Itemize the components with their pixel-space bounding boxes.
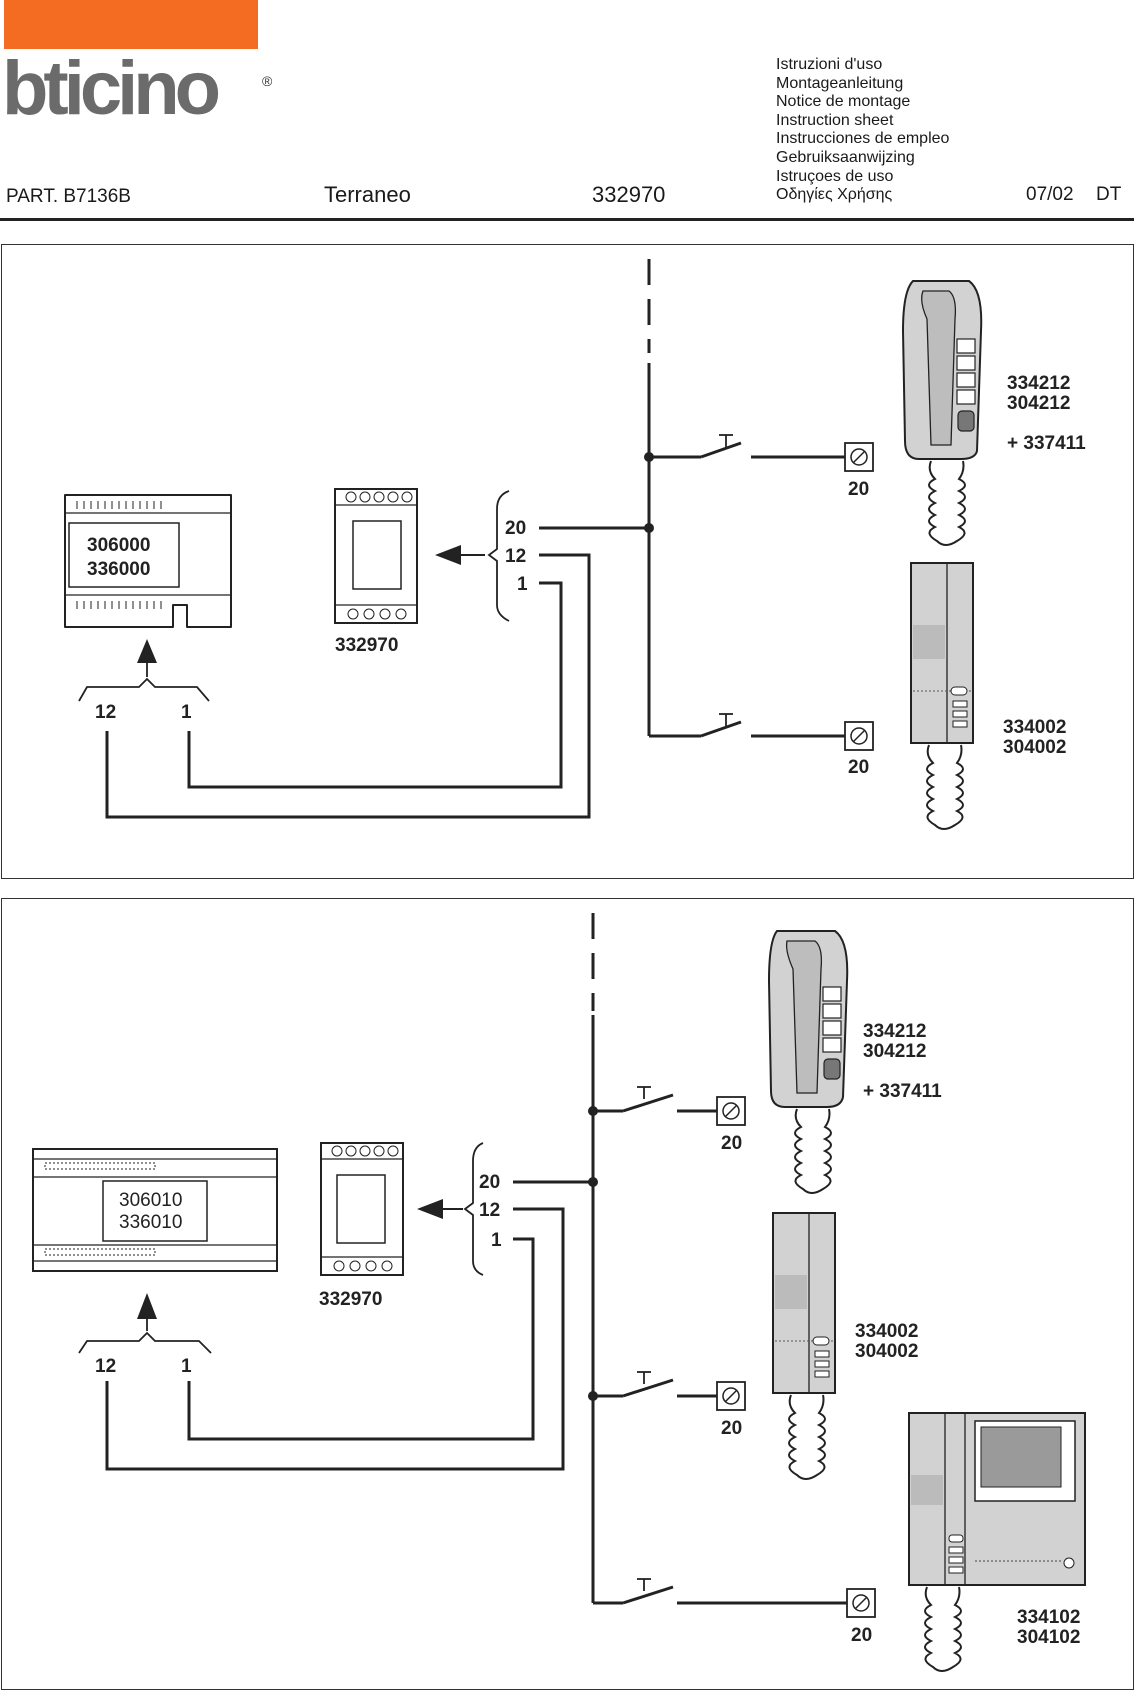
power-supply-code: 336000 — [87, 559, 150, 580]
terminal-label: 1 — [491, 1230, 502, 1251]
pushbutton-terminal-label: 20 — [848, 479, 869, 500]
handset-code: 334212 — [1007, 373, 1070, 394]
power-supply-icon — [32, 1148, 278, 1272]
language-item: Istruzioni d'uso — [776, 56, 883, 73]
language-item: Notice de montage — [776, 93, 911, 111]
terminal-screw-icon — [716, 1381, 746, 1411]
terminal-screw-icon — [844, 721, 874, 751]
language-item: Instruction sheet — [776, 111, 894, 129]
terminal-label: 1 — [517, 574, 528, 595]
handset-code: 334002 — [1003, 717, 1066, 738]
supply-terminal-label: 12 — [95, 702, 116, 723]
module-code: 332970 — [319, 1289, 382, 1310]
supply-terminal-label: 12 — [95, 1356, 116, 1377]
supply-terminal-label: 1 — [181, 702, 192, 723]
videophone-icon — [908, 1412, 1086, 1672]
brand-orange-bar — [4, 0, 258, 49]
terminal-screw-icon — [846, 1588, 876, 1618]
header-rule — [0, 218, 1134, 221]
language-item: Montageanleitung — [776, 74, 904, 92]
terminal-label: 20 — [479, 1172, 500, 1193]
pushbutton-terminal-label: 20 — [721, 1418, 742, 1439]
language-item: Istruçoes de uso — [776, 167, 894, 185]
power-supply-icon — [64, 494, 232, 628]
handset-code: 334212 — [863, 1021, 926, 1042]
power-supply-code: 306010 — [119, 1190, 182, 1211]
intercom-handset-icon — [772, 1212, 836, 1480]
language-item: Instrucciones de empleo — [776, 130, 950, 148]
terminal-label: 20 — [505, 518, 526, 539]
handset-code: 304002 — [1003, 737, 1066, 758]
pushbutton-terminal-label: 20 — [851, 1625, 872, 1646]
relay-module-icon — [334, 488, 418, 624]
accessory-code: + 337411 — [1007, 433, 1086, 454]
supply-terminal-label: 1 — [181, 1356, 192, 1377]
pushbutton-terminal-label: 20 — [721, 1133, 742, 1154]
module-code: 332970 — [335, 635, 398, 656]
wiring-diagram-2-svg: 306010 336010 332970 20 12 1 12 1 20 20 … — [32, 913, 1086, 1672]
terminal-screw-icon — [716, 1096, 746, 1126]
handset-code: 304002 — [855, 1341, 918, 1362]
language-item: Οδηγίες Χρήσης — [776, 186, 893, 204]
intercom-handset-icon — [910, 562, 974, 830]
issue-date: 07/02 — [1026, 184, 1074, 205]
intercom-handset-icon — [901, 280, 983, 546]
pushbutton-terminal-label: 20 — [848, 757, 869, 778]
videophone-code: 334102 — [1017, 1607, 1080, 1628]
product-name: Terraneo — [324, 182, 411, 207]
part-number: PART. B7136B — [6, 186, 131, 207]
terminal-screw-icon — [844, 442, 874, 472]
handset-code: 304212 — [1007, 393, 1070, 414]
product-code: 332970 — [592, 182, 666, 207]
bticino-logo: bticino ® — [2, 56, 273, 120]
power-supply-code: 336010 — [119, 1212, 182, 1233]
terminal-label: 12 — [479, 1200, 500, 1221]
power-supply-code: 306000 — [87, 535, 150, 556]
dept-code: DT — [1096, 184, 1122, 205]
language-list: Istruzioni d'uso Montageanleitung Notice… — [776, 56, 949, 205]
wiring-diagram-2: 306010 336010 332970 20 12 1 12 1 20 20 … — [1, 898, 1134, 1690]
handset-code: 334002 — [855, 1321, 918, 1342]
handset-code: 304212 — [863, 1041, 926, 1062]
svg-text:bticino: bticino — [2, 56, 219, 120]
intercom-handset-icon — [767, 930, 849, 1194]
svg-text:®: ® — [262, 73, 273, 89]
accessory-code: + 337411 — [863, 1081, 942, 1102]
relay-module-icon — [320, 1142, 404, 1276]
wiring-diagram-1: 306000 336000 332970 20 12 1 12 1 20 20 … — [1, 244, 1134, 879]
wiring-diagram-1-svg: 306000 336000 332970 20 12 1 12 1 20 20 … — [64, 259, 1086, 830]
terminal-label: 12 — [505, 546, 526, 567]
language-item: Gebruiksaanwijzing — [776, 148, 915, 166]
videophone-code: 304102 — [1017, 1627, 1080, 1648]
